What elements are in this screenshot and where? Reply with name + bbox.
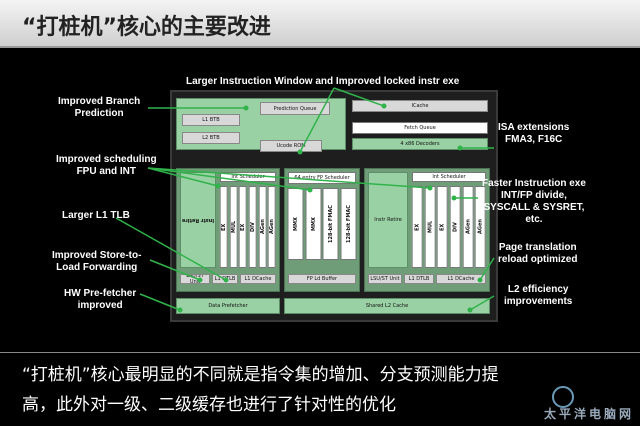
callout-l1-tlb: Larger L1 TLB xyxy=(62,210,130,221)
watermark: 太平洋电脑网 xyxy=(543,407,634,421)
callout-prefetch-line1: HW Pre-fetcher xyxy=(64,288,137,299)
callout-faster-line1: Faster Instruction exe xyxy=(482,178,586,189)
l1-dcache-right: L1 DCache xyxy=(436,274,486,284)
data-prefetcher: Data Prefetcher xyxy=(176,298,280,314)
callout-prefetch-line2: improved xyxy=(77,300,123,311)
callout-page-translation: Page translation reload optimized xyxy=(498,242,577,266)
callout-isa: ISA extensions FMA3, F16C xyxy=(498,122,569,146)
callout-faster-exe: Faster Instruction exe INT/FP divide, SY… xyxy=(482,178,586,226)
caption-divider xyxy=(0,352,640,353)
callout-branch-line2: Prediction xyxy=(74,108,124,119)
callout-isa-line1: ISA extensions xyxy=(498,122,570,133)
line-store xyxy=(149,259,201,281)
l1-dcache-left: L1 DCache xyxy=(240,274,276,284)
line-sched-b xyxy=(147,167,311,191)
l1-btb: L1 BTB xyxy=(182,114,240,126)
callout-scheduling-line1: Improved scheduling xyxy=(56,154,157,165)
callout-faster-line3: SYSCALL & SYSRET, xyxy=(483,202,585,213)
page-title: “打桩机”核心的主要改进 xyxy=(22,15,271,40)
line-top-b xyxy=(299,87,335,153)
callout-branch: Improved Branch Prediction xyxy=(58,96,140,120)
title-bar: “打桩机”核心的主要改进 xyxy=(0,0,640,48)
caption-line-1: “打桩机”核心最明显的不同就是指令集的增加、分支预测能力提 xyxy=(22,365,499,385)
callout-lines xyxy=(115,87,495,313)
callout-pagetr-line2: reload optimized xyxy=(498,254,578,265)
callout-store-line2: Load Forwarding xyxy=(56,262,138,273)
int-scheduler-right: Int Scheduler xyxy=(412,172,486,182)
callout-scheduling-line2: FPU and INT xyxy=(76,166,137,177)
callout-isa-line2: FMA3, F16C xyxy=(505,134,563,145)
fp-ld-buffer: FP Ld Buffer xyxy=(288,274,356,284)
instr-retire-right: Instr Retire xyxy=(368,172,408,268)
line-sched-c xyxy=(147,167,431,189)
callout-l2-line1: L2 efficiency xyxy=(507,284,569,295)
lsu-right: LSU/ST Unit xyxy=(368,274,402,284)
watermark-logo-icon xyxy=(552,386,574,408)
line-l2 xyxy=(469,295,495,311)
fetch-queue: Fetch Queue xyxy=(352,122,488,134)
icache: ICache xyxy=(352,100,488,112)
l1-dtlb-right: L1 DTLB xyxy=(404,274,434,284)
caption-line-2: 高，此外对一级、二级缓存也进行了针对性的优化 xyxy=(22,395,396,415)
line-tlb xyxy=(115,217,227,281)
callout-pagetr-line1: Page translation xyxy=(498,242,577,253)
shared-l2-cache: Shared L2 Cache xyxy=(284,298,490,314)
prediction-queue: Prediction Queue xyxy=(260,102,330,115)
diagram-stage: Prediction Queue L1 BTB L2 BTB Ucode ROM… xyxy=(0,48,640,348)
ucode-rom: Ucode ROM xyxy=(260,140,322,152)
callout-store-line1: Improved Store-to- xyxy=(52,250,142,261)
l2-btb: L2 BTB xyxy=(182,132,240,144)
callout-instruction-window: Larger Instruction Window and Improved l… xyxy=(186,76,460,87)
callout-branch-line1: Improved Branch xyxy=(58,96,141,107)
line-top-a xyxy=(333,87,385,107)
line-pagetr xyxy=(479,257,495,281)
callout-scheduling: Improved scheduling FPU and INT xyxy=(56,154,157,178)
line-prefetch xyxy=(139,293,181,311)
lsu-left: LSU/ST Unit xyxy=(180,274,210,284)
callout-faster-line4: etc. xyxy=(525,214,543,225)
callout-l2-line2: improvements xyxy=(504,296,573,307)
callout-prefetcher: HW Pre-fetcher improved xyxy=(64,288,136,312)
callout-store-to-load: Improved Store-to- Load Forwarding xyxy=(52,250,141,274)
callout-faster-line2: INT/FP divide, xyxy=(500,190,567,201)
callout-l2-efficiency: L2 efficiency improvements xyxy=(504,284,572,308)
x86-decoders: 4 x86 Decoders xyxy=(352,138,488,150)
line-sched-a xyxy=(147,167,219,187)
